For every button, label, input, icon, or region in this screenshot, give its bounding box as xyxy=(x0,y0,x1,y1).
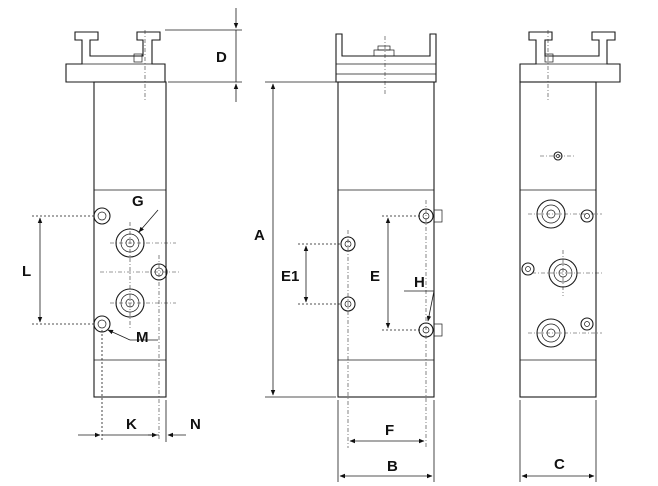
label-g: G xyxy=(132,193,144,210)
label-m: M xyxy=(136,329,149,346)
label-n: N xyxy=(190,416,201,433)
right-body xyxy=(519,81,597,398)
label-k: K xyxy=(126,416,137,433)
right-bracket xyxy=(519,31,621,83)
middle-body xyxy=(337,81,435,398)
left-small-ports xyxy=(93,207,168,333)
left-view xyxy=(32,8,242,442)
middle-bracket xyxy=(335,33,437,83)
middle-view xyxy=(265,33,443,482)
label-h: H xyxy=(414,274,425,291)
label-e: E xyxy=(370,268,380,285)
right-view xyxy=(519,30,621,482)
left-bracket xyxy=(65,31,166,83)
right-ports xyxy=(521,151,594,348)
label-c: C xyxy=(554,456,565,473)
dimension-labels: D G L M K N A E1 E H F B C xyxy=(22,49,565,475)
label-e1: E1 xyxy=(281,268,299,285)
label-a: A xyxy=(254,227,265,244)
middle-ports xyxy=(340,208,434,338)
label-l: L xyxy=(22,263,31,280)
label-f: F xyxy=(385,422,394,439)
left-body xyxy=(93,81,167,398)
label-d: D xyxy=(216,49,227,66)
label-b: B xyxy=(387,458,398,475)
